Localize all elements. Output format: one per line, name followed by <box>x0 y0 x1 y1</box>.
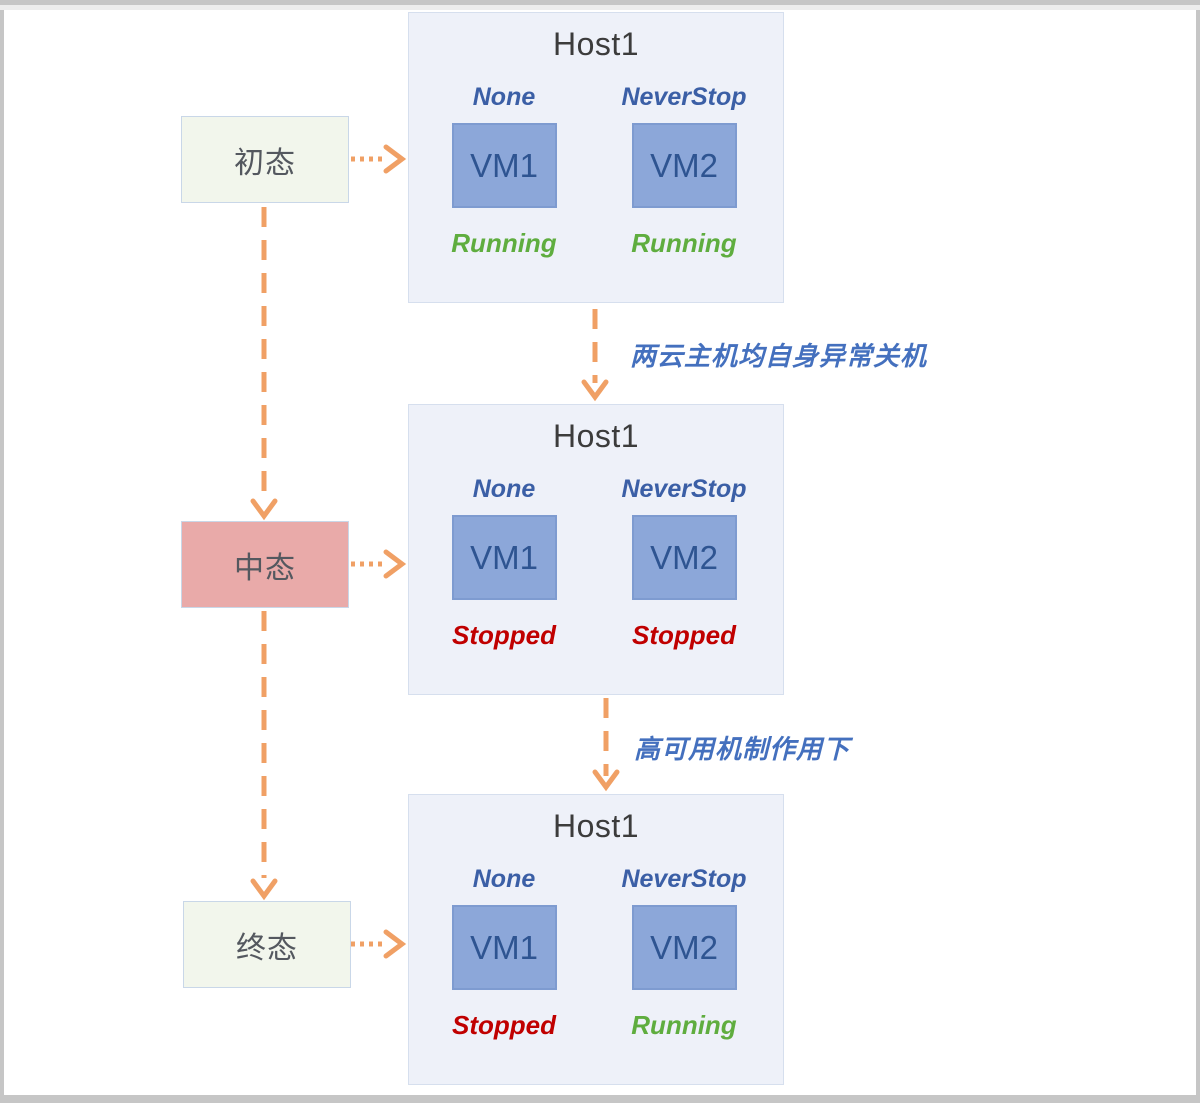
host-title: Host1 <box>552 26 640 62</box>
vm-column: None VM1 Running <box>429 81 579 259</box>
vm-column: None VM1 Stopped <box>429 863 579 1041</box>
vm-box: VM2 <box>631 515 737 600</box>
vm-policy-label: None <box>472 865 536 893</box>
vm-status: Running <box>451 228 557 258</box>
vm-name: VM2 <box>650 928 718 966</box>
host-box-3: Host1 None VM1 Stopped NeverStop VM2 Run… <box>408 794 784 1085</box>
vm-column: NeverStop VM2 Running <box>609 863 759 1041</box>
state-box-final: 终态 <box>183 901 351 988</box>
state-label: 中态 <box>234 551 296 585</box>
vm-status: Stopped <box>452 1010 556 1040</box>
host-box-2: Host1 None VM1 Stopped NeverStop VM2 Sto… <box>408 404 784 695</box>
host-box-1: Host1 None VM1 Running NeverStop VM2 Run… <box>408 12 784 303</box>
host-title: Host1 <box>552 808 640 844</box>
state-box-initial: 初态 <box>181 116 349 203</box>
vm-box: VM1 <box>451 123 557 208</box>
vm-status: Stopped <box>632 620 736 650</box>
state-label: 初态 <box>234 146 296 180</box>
frame-top-strip <box>0 5 1200 10</box>
vm-column: None VM1 Stopped <box>429 473 579 651</box>
vm-name: VM1 <box>470 146 538 184</box>
vm-box: VM2 <box>631 905 737 990</box>
vm-status: Running <box>631 228 737 258</box>
state-box-middle: 中态 <box>181 521 349 608</box>
vm-column: NeverStop VM2 Stopped <box>609 473 759 651</box>
vm-policy-label: NeverStop <box>621 865 747 893</box>
host-title: Host1 <box>552 418 640 454</box>
vm-policy-label: NeverStop <box>621 83 747 111</box>
vm-name: VM2 <box>650 146 718 184</box>
transition-label-2: 高可用机制作用下 <box>634 734 851 764</box>
vm-name: VM2 <box>650 538 718 576</box>
vm-policy-label: None <box>472 475 536 503</box>
state-label: 终态 <box>236 931 298 965</box>
vm-column: NeverStop VM2 Running <box>609 81 759 259</box>
vm-status: Running <box>631 1010 737 1040</box>
vm-status: Stopped <box>452 620 556 650</box>
vm-policy-label: None <box>472 83 536 111</box>
vm-box: VM1 <box>451 905 557 990</box>
vm-name: VM1 <box>470 538 538 576</box>
transition-label-1: 两云主机均自身异常关机 <box>630 341 928 371</box>
vm-name: VM1 <box>470 928 538 966</box>
vm-box: VM1 <box>451 515 557 600</box>
vm-box: VM2 <box>631 123 737 208</box>
vm-policy-label: NeverStop <box>621 475 747 503</box>
